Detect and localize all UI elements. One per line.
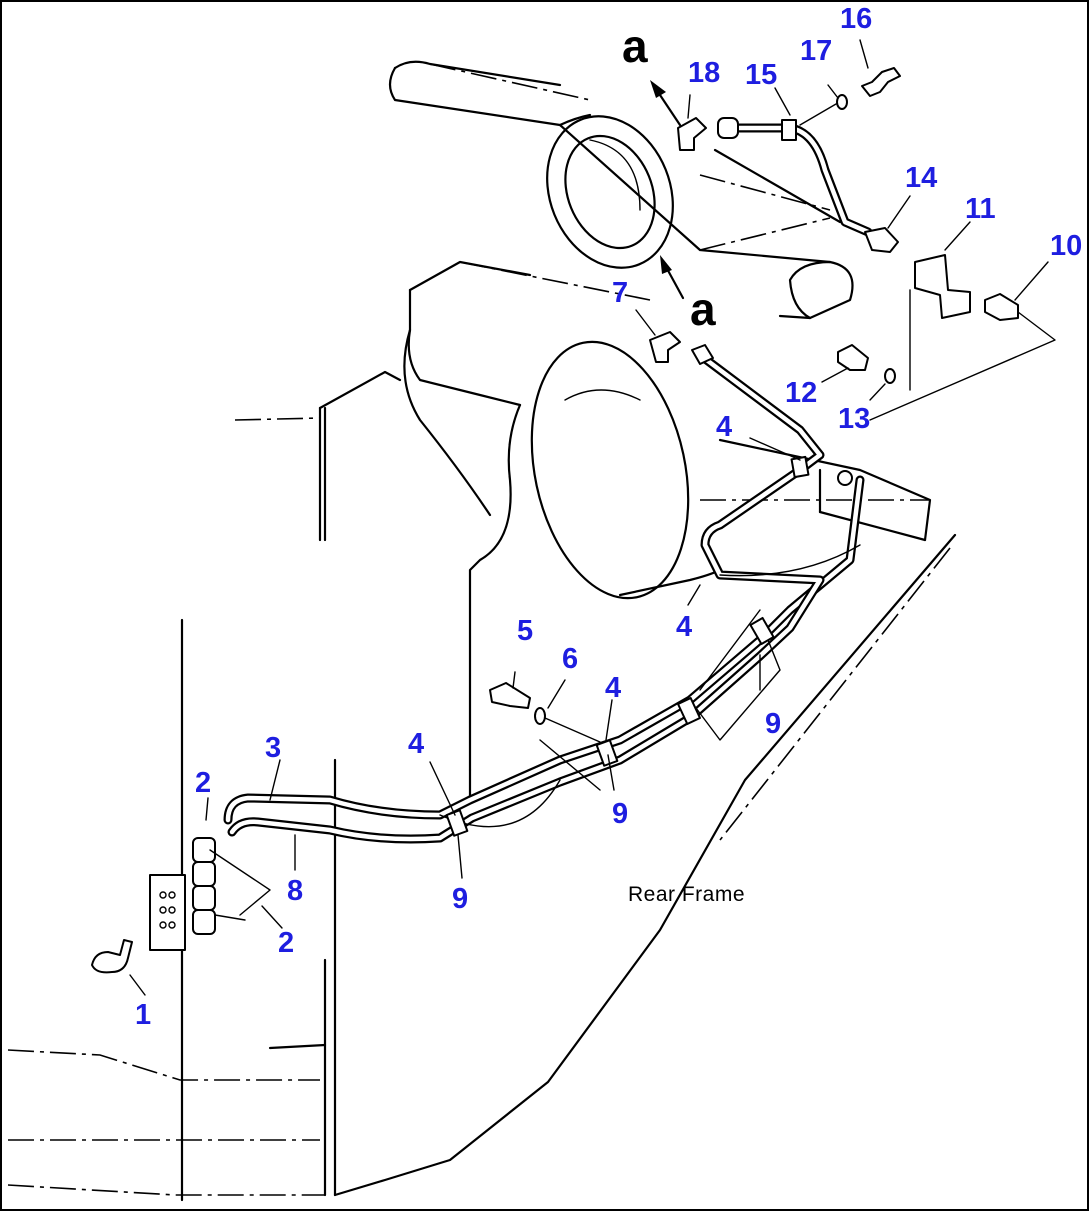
washer-13 [884,368,896,384]
callout-4: 4 [605,672,621,704]
bolt-12 [837,344,869,371]
pipe-fitting [837,470,853,486]
rear-axle-body [403,260,932,772]
callout-16: 16 [840,3,872,35]
washer-17 [836,94,848,110]
elbow-18 [677,117,707,151]
callout-18: 18 [688,57,720,89]
callout-2: 2 [278,927,294,959]
connector-2 [192,837,216,863]
callout-9: 9 [765,708,781,740]
bolt-16 [861,67,901,97]
callout-15: 15 [745,59,777,91]
callout-5: 5 [517,615,533,647]
callout-10: 10 [1050,230,1082,262]
pipe-clamp [677,697,701,725]
connection-mark-a-top: a [622,20,648,72]
callout-6: 6 [562,643,578,675]
callout-7: 7 [612,277,628,309]
valve-block [91,837,271,974]
connection-mark-a-middle: a [690,283,716,335]
callout-9: 9 [452,883,468,915]
pipe-clamp [790,455,810,479]
rear-frame-label: Rear Frame [628,883,745,906]
callout-12: 12 [785,377,817,409]
callout-8: 8 [287,875,303,907]
mounting-bracket [149,874,186,951]
hydraulic-pipes [223,117,873,844]
callout-4: 4 [716,411,732,443]
callout-2: 2 [195,767,211,799]
bolt-5 [489,682,531,709]
washer-6 [534,707,546,725]
callout-4: 4 [408,728,424,760]
callout-4: 4 [676,611,692,643]
hose-end-fitting [717,117,739,139]
leader-lines [129,39,1049,996]
pipe-clamp [595,739,619,767]
upper-axle-housing [388,60,854,320]
fitting-1 [91,939,133,974]
callout-1: 1 [135,999,151,1031]
callout-13: 13 [838,403,870,435]
callout-3: 3 [265,732,281,764]
callout-9: 9 [612,798,628,830]
elbow-7 [649,331,681,363]
pipe-clamp [749,616,775,646]
callout-11: 11 [965,193,996,225]
bracket-11 [914,254,971,319]
callout-17: 17 [800,35,832,67]
small-parts [489,67,1056,743]
hose-clamp [781,119,797,141]
callout-14: 14 [905,162,937,194]
sensor-10 [984,293,1019,321]
frame-members [7,370,957,1202]
fitting-14 [864,227,899,253]
